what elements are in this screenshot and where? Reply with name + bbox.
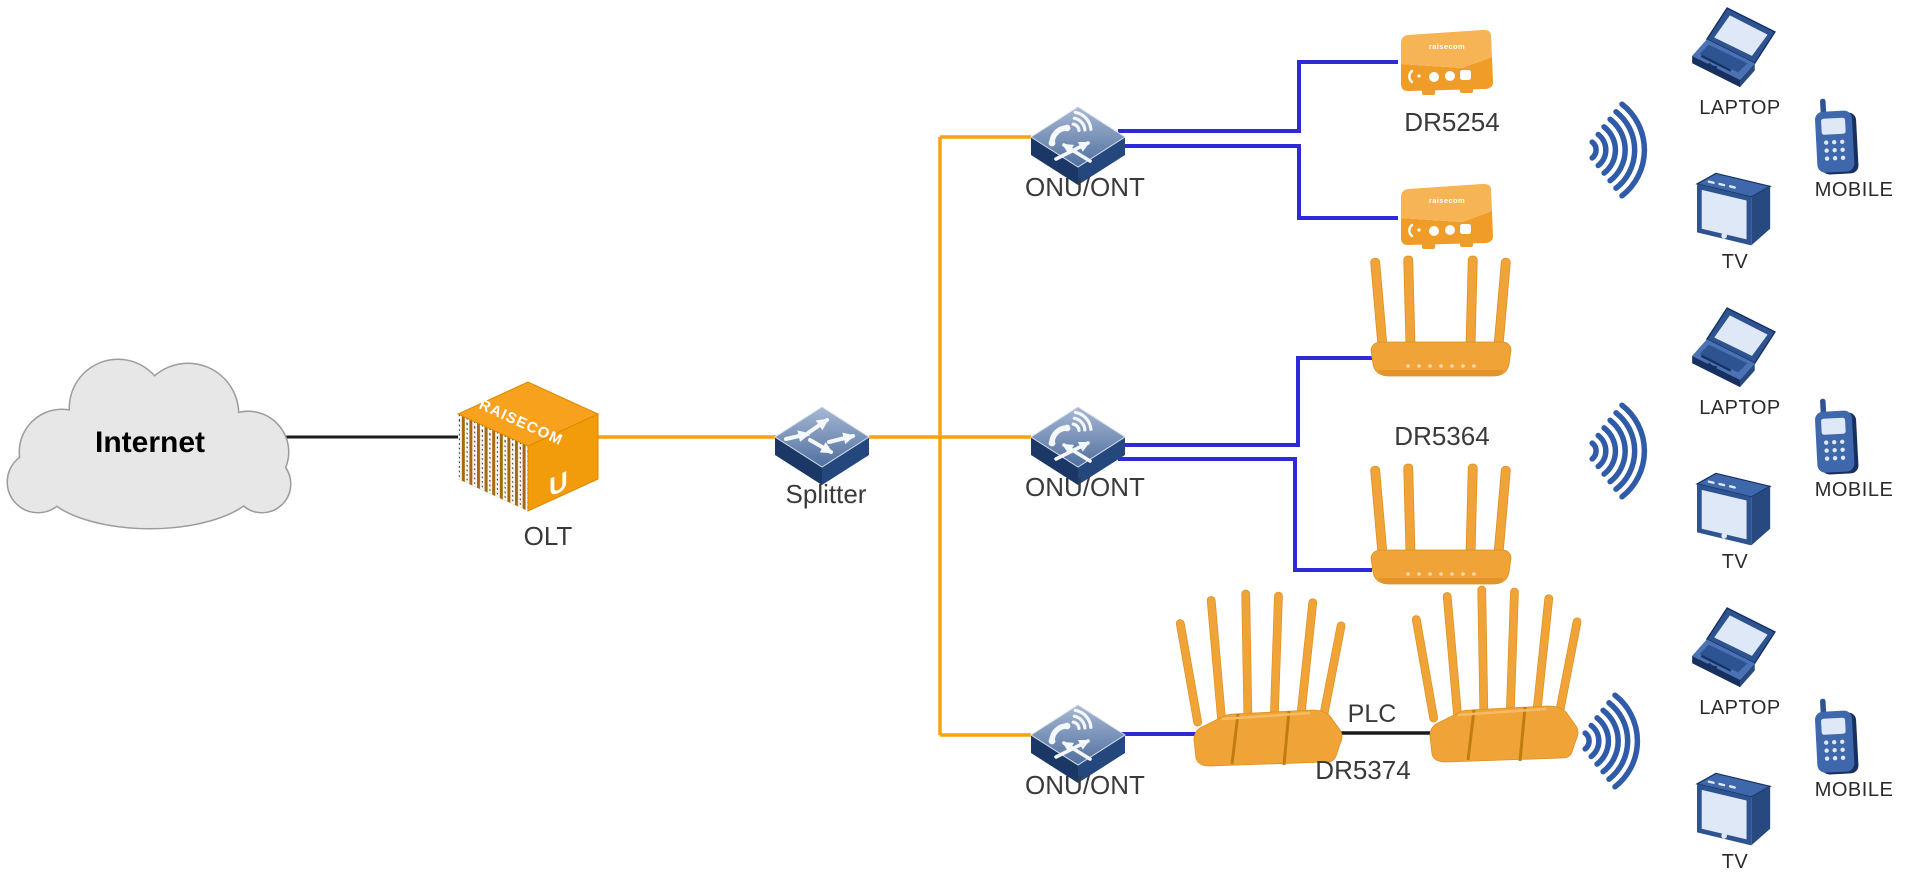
wifi-signal-icon-1 [1592, 104, 1644, 196]
dr5374-label: DR5374 [1315, 755, 1410, 785]
laptop-label-g2: LAPTOP [1699, 397, 1781, 419]
device-group-3: LAPTOP MOBILE TV [1691, 606, 1894, 873]
device-group-1: LAPTOP MOBILE TV [1691, 6, 1894, 273]
dr5254-device-2 [1399, 182, 1495, 251]
wifi-signal-icon-3 [1585, 695, 1637, 787]
laptop-icon-g3 [1691, 606, 1777, 689]
onu-label-3: ONU/ONT [1025, 770, 1145, 800]
tv-icon-g2 [1695, 472, 1772, 547]
laptop-label-g1: LAPTOP [1699, 97, 1781, 119]
ethernet-links-row1 [1118, 60, 1398, 220]
laptop-icon-g1 [1691, 6, 1777, 89]
onu-label-1: ONU/ONT [1025, 172, 1145, 202]
dr5374-router-2 [1410, 584, 1584, 764]
dr5254-label: DR5254 [1404, 107, 1499, 137]
splitter-label: Splitter [786, 479, 867, 509]
tv-label-g3: TV [1722, 851, 1749, 873]
dr5254-device-1 [1399, 28, 1495, 97]
ethernet-links-row2 [1118, 356, 1372, 572]
wifi-signal-icon-2 [1592, 405, 1644, 497]
olt-logo-letter: U [549, 465, 568, 503]
dr5364-router-1 [1369, 255, 1512, 377]
plc-label: PLC [1348, 700, 1397, 728]
mobile-icon-g1 [1813, 97, 1859, 176]
dr5364-label: DR5364 [1394, 421, 1489, 451]
mobile-label-g3: MOBILE [1815, 779, 1894, 801]
mobile-label-g2: MOBILE [1815, 479, 1894, 501]
pon-trunk-lines [869, 135, 1031, 737]
mobile-icon-g3 [1813, 697, 1859, 776]
tv-label-g1: TV [1722, 251, 1749, 273]
dr5364-router-2 [1369, 463, 1512, 585]
tv-icon-g1 [1695, 172, 1772, 247]
tv-icon-g3 [1695, 772, 1772, 847]
device-group-2: LAPTOP MOBILE TV [1691, 306, 1894, 573]
laptop-icon-g2 [1691, 306, 1777, 389]
olt-device: RAISECOM U [456, 381, 600, 512]
laptop-label-g3: LAPTOP [1699, 697, 1781, 719]
dr5374-router-1 [1174, 588, 1348, 768]
splitter-device [774, 406, 870, 486]
mobile-icon-g2 [1813, 397, 1859, 476]
olt-label: OLT [524, 521, 573, 551]
tv-label-g2: TV [1722, 551, 1749, 573]
internet-cloud: Internet [6, 358, 292, 530]
internet-label: Internet [95, 426, 205, 459]
onu-label-2: ONU/ONT [1025, 472, 1145, 502]
mobile-label-g1: MOBILE [1815, 179, 1894, 201]
